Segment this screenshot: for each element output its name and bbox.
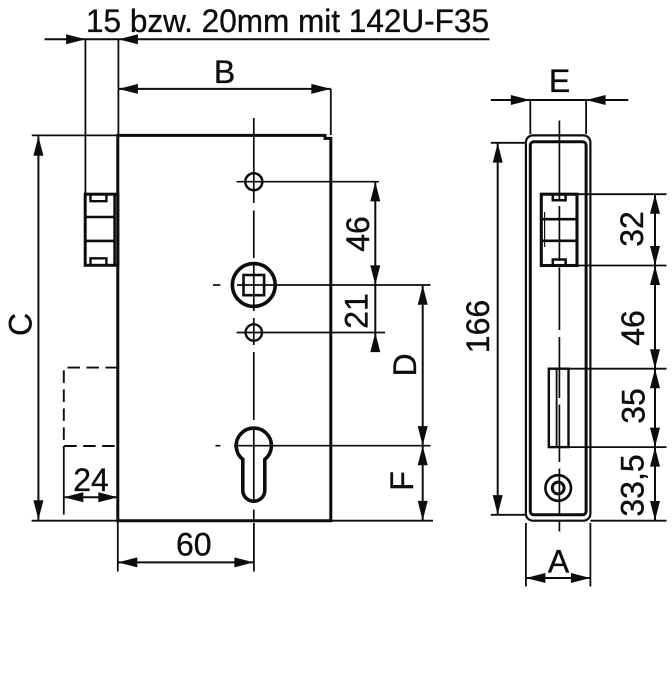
- fixing-hole-bottom: [244, 323, 264, 342]
- arrow-right-icon: [510, 95, 531, 105]
- arrow-left-icon: [117, 557, 138, 568]
- euro-cylinder-hole: [234, 426, 274, 503]
- lock-case-outline: [116, 133, 333, 523]
- arrow-down-icon: [417, 500, 428, 521]
- arrow-down-icon: [650, 501, 660, 521]
- label-60: 60: [176, 527, 212, 563]
- arrow-right-icon: [66, 34, 86, 45]
- label-24: 24: [73, 462, 109, 498]
- arrow-up-icon: [650, 368, 660, 389]
- dim-24: [62, 446, 118, 515]
- arrow-up-icon: [370, 332, 381, 353]
- arrow-up-icon: [492, 143, 503, 163]
- dim-b: [118, 83, 332, 135]
- arrow-up-icon: [370, 181, 381, 202]
- label-c: C: [3, 313, 39, 336]
- fixing-hole-top: [244, 171, 264, 192]
- label-d: D: [387, 353, 423, 376]
- label-166: 166: [460, 300, 496, 353]
- arrow-down-icon: [417, 426, 428, 446]
- dim-backset: [44, 34, 490, 195]
- screw-hole: [544, 473, 573, 503]
- arrow-up-icon: [650, 194, 660, 214]
- latch-bolt-side: [539, 192, 579, 268]
- arrow-left-icon: [63, 492, 84, 503]
- label-e: E: [549, 63, 570, 99]
- arrow-down-icon: [650, 349, 660, 369]
- faceplate-outer: [524, 134, 592, 522]
- label-33-5: 33,5: [615, 454, 651, 516]
- arrow-down-icon: [492, 495, 503, 515]
- arrow-up-icon: [33, 136, 44, 156]
- label-f: F: [384, 471, 420, 491]
- label-32: 32: [614, 211, 650, 247]
- follower-hole: [230, 261, 278, 309]
- dim-c: [31, 134, 118, 522]
- arrow-down-icon: [33, 500, 44, 520]
- label-b: B: [214, 54, 235, 90]
- dim-166: [490, 141, 526, 516]
- hidden-feature-dashed: [62, 366, 118, 447]
- label-21: 21: [339, 293, 375, 329]
- dim-chain-right: [568, 193, 667, 522]
- arrow-up-icon: [417, 285, 428, 305]
- arrow-up-icon: [650, 447, 660, 467]
- latch-bolt-front: [83, 192, 120, 267]
- dim-60: [116, 521, 255, 572]
- arrow-right-icon: [98, 492, 118, 503]
- arrow-down-icon: [370, 265, 381, 285]
- arrow-left-icon: [118, 34, 138, 45]
- dim-46-21: [370, 181, 381, 353]
- follower-square: [242, 273, 266, 297]
- arrow-left-icon: [525, 573, 546, 583]
- label-35: 35: [615, 388, 651, 424]
- arrow-right-icon: [234, 557, 254, 568]
- arrow-right-icon: [311, 83, 331, 94]
- label-a: A: [548, 544, 570, 580]
- dim-a: [525, 523, 592, 587]
- arrow-down-icon: [650, 427, 660, 448]
- side-view: [490, 95, 667, 587]
- arrow-left-icon: [118, 83, 138, 94]
- deadbolt-opening: [547, 367, 570, 449]
- arrow-right-icon: [570, 573, 591, 583]
- arrow-down-icon: [650, 246, 660, 266]
- arrow-left-icon: [586, 95, 606, 105]
- arrow-up-icon: [650, 265, 660, 285]
- label-46-front: 46: [340, 216, 376, 252]
- front-view: [31, 34, 490, 572]
- drawing-title: 15 bzw. 20mm mit 142U-F35: [86, 3, 489, 39]
- dim-d-f: [417, 285, 428, 521]
- label-46-side: 46: [615, 310, 651, 346]
- faceplate-inner: [528, 140, 588, 517]
- arrow-up-icon: [417, 445, 428, 466]
- dim-e: [490, 95, 629, 134]
